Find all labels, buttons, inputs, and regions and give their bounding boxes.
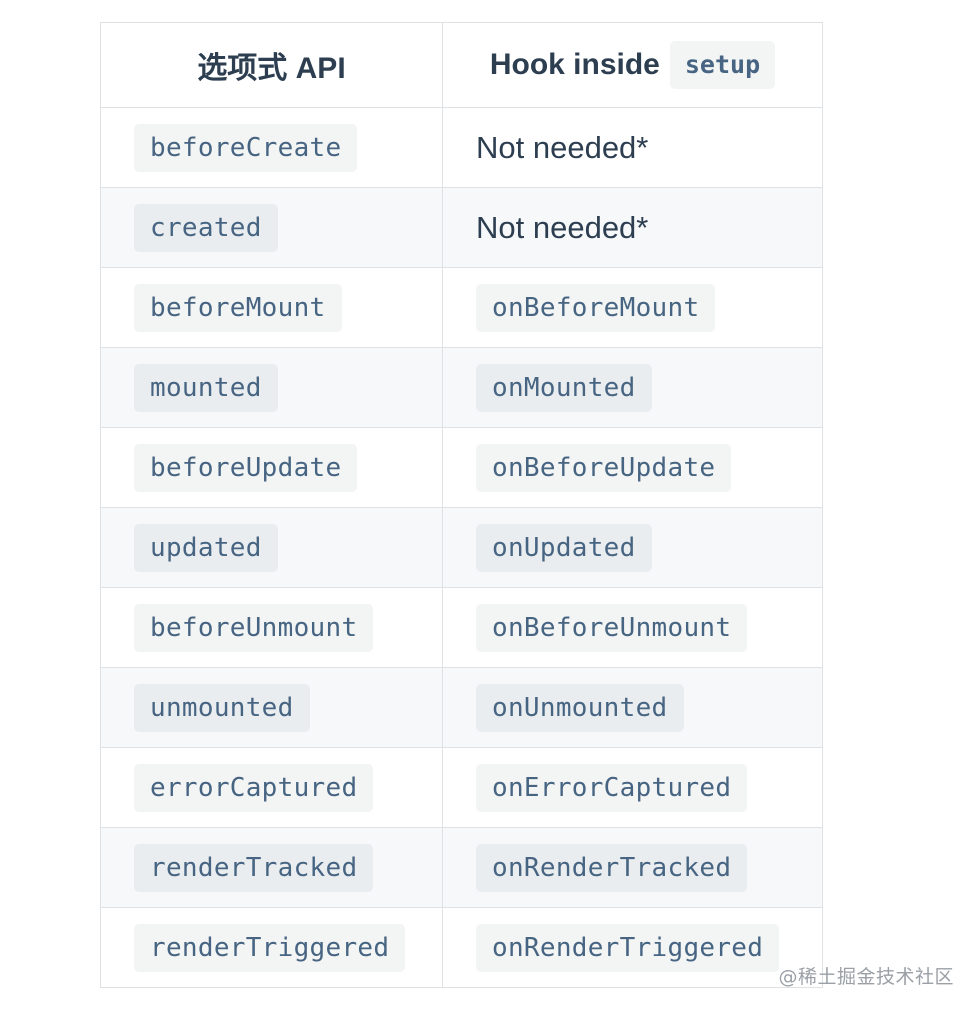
options-api-cell: updated xyxy=(100,507,443,588)
composition-hook-cell: onUnmounted xyxy=(442,667,823,748)
header-hook-label: Hook inside xyxy=(489,48,660,81)
not-needed-text: Not needed* xyxy=(476,209,649,245)
table-row: beforeMount onBeforeMount xyxy=(100,267,823,348)
options-api-cell: errorCaptured xyxy=(100,747,443,828)
options-api-hook-code: updated xyxy=(134,523,278,572)
header-options-api: 选项式 API xyxy=(100,22,443,108)
composition-hook-cell: onMounted xyxy=(442,347,823,428)
options-api-hook-code: created xyxy=(134,203,278,252)
composition-hook-code: onBeforeUpdate xyxy=(476,443,732,492)
composition-hook-code: onUnmounted xyxy=(476,683,684,732)
options-api-cell: created xyxy=(100,187,443,268)
composition-hook-cell: onBeforeUpdate xyxy=(442,427,823,508)
options-api-hook-code: errorCaptured xyxy=(134,763,374,812)
options-api-cell: beforeUnmount xyxy=(100,587,443,668)
header-hook-inline: Hook inside setup xyxy=(489,41,776,89)
header-options-api-label: 选项式 API xyxy=(197,52,346,85)
table-row: renderTracked onRenderTracked xyxy=(100,827,823,908)
table-row: beforeUpdate onBeforeUpdate xyxy=(100,427,823,508)
options-api-hook-code: renderTriggered xyxy=(134,923,406,972)
composition-hook-code: onBeforeMount xyxy=(476,283,716,332)
table-row: unmounted onUnmounted xyxy=(100,667,823,748)
header-setup-code: setup xyxy=(669,41,776,89)
table-row: beforeUnmount onBeforeUnmount xyxy=(100,587,823,668)
composition-hook-cell: onUpdated xyxy=(442,507,823,588)
options-api-cell: renderTriggered xyxy=(100,907,443,988)
composition-hook-cell: onRenderTracked xyxy=(442,827,823,908)
composition-hook-cell: onBeforeMount xyxy=(442,267,823,348)
composition-hook-cell: onBeforeUnmount xyxy=(442,587,823,668)
composition-hook-cell: Not needed* xyxy=(442,187,823,268)
composition-hook-code: onErrorCaptured xyxy=(476,763,748,812)
composition-hook-code: onBeforeUnmount xyxy=(476,603,748,652)
composition-hook-code: onUpdated xyxy=(476,523,652,572)
options-api-hook-code: beforeMount xyxy=(134,283,342,332)
composition-hook-cell: onRenderTriggered xyxy=(442,907,823,988)
options-api-hook-code: mounted xyxy=(134,363,278,412)
options-api-cell: mounted xyxy=(100,347,443,428)
table-header-row: 选项式 API Hook inside setup xyxy=(100,22,823,108)
table-row: updated onUpdated xyxy=(100,507,823,588)
options-api-hook-code: unmounted xyxy=(134,683,310,732)
options-api-cell: beforeCreate xyxy=(100,107,443,188)
options-api-cell: beforeUpdate xyxy=(100,427,443,508)
options-api-hook-code: beforeUpdate xyxy=(134,443,358,492)
table-row: created Not needed* xyxy=(100,187,823,268)
composition-hook-cell: Not needed* xyxy=(442,107,823,188)
options-api-hook-code: beforeUnmount xyxy=(134,603,374,652)
composition-hook-code: onRenderTracked xyxy=(476,843,748,892)
options-api-hook-code: beforeCreate xyxy=(134,123,358,172)
table-row: errorCaptured onErrorCaptured xyxy=(100,747,823,828)
options-api-cell: renderTracked xyxy=(100,827,443,908)
composition-hook-code: onRenderTriggered xyxy=(476,923,780,972)
table-row: renderTriggered onRenderTriggered xyxy=(100,907,823,988)
composition-hook-code: onMounted xyxy=(476,363,652,412)
composition-hook-cell: onErrorCaptured xyxy=(442,747,823,828)
watermark: @稀土掘金技术社区 xyxy=(778,966,954,988)
not-needed-text: Not needed* xyxy=(476,129,649,165)
options-api-cell: unmounted xyxy=(100,667,443,748)
table-row: beforeCreate Not needed* xyxy=(100,107,823,188)
table-row: mounted onMounted xyxy=(100,347,823,428)
options-api-cell: beforeMount xyxy=(100,267,443,348)
options-api-hook-code: renderTracked xyxy=(134,843,374,892)
header-hook-inside-setup: Hook inside setup xyxy=(442,22,823,108)
